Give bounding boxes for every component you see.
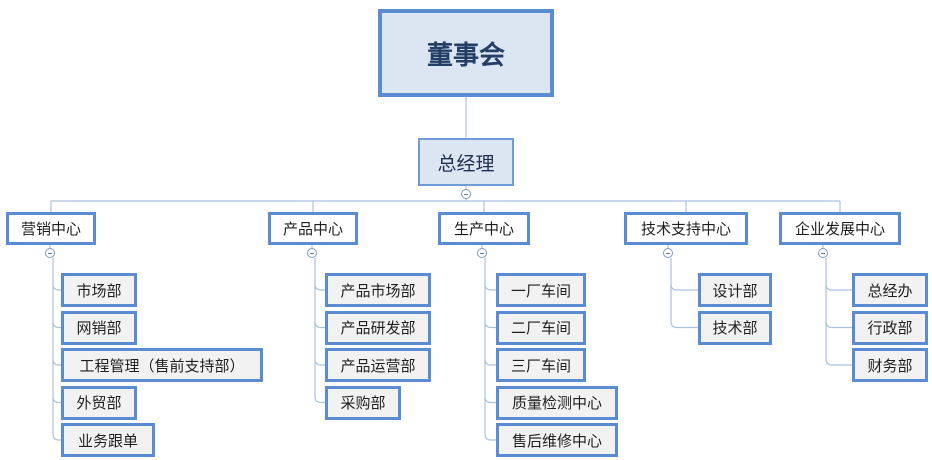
department-node[interactable]: 三厂车间 xyxy=(496,348,586,382)
board-of-directors-node[interactable]: 董事会 xyxy=(378,9,554,97)
department-node[interactable]: 外贸部 xyxy=(61,385,137,420)
department-node[interactable]: 工程管理（售前支持部） xyxy=(61,348,263,382)
center-label: 产品中心 xyxy=(282,220,343,238)
center-label: 生产中心 xyxy=(453,220,514,238)
department-node[interactable]: 二厂车间 xyxy=(496,310,586,345)
department-label: 总经办 xyxy=(867,281,913,300)
department-node[interactable]: 技术部 xyxy=(698,310,772,345)
general-manager-node[interactable]: 总经理 xyxy=(418,138,514,186)
department-label: 财务部 xyxy=(867,356,913,375)
department-label: 产品研发部 xyxy=(340,319,416,337)
connector-rail-to-department xyxy=(52,433,61,441)
connector-rail-to-department xyxy=(484,321,496,329)
center-node[interactable]: 产品中心 xyxy=(268,212,358,245)
connector-rail-to-department xyxy=(670,321,698,329)
department-node[interactable]: 行政部 xyxy=(852,310,928,345)
department-node[interactable]: 产品市场部 xyxy=(325,273,431,307)
connector-rail-to-department xyxy=(484,283,496,291)
department-node[interactable]: 业务跟单 xyxy=(61,423,155,457)
center-node[interactable]: 企业发展中心 xyxy=(779,212,901,245)
department-node[interactable]: 采购部 xyxy=(325,385,401,420)
department-label: 技术部 xyxy=(712,319,758,337)
department-node[interactable]: 产品运营部 xyxy=(325,348,431,382)
center-label: 技术支持中心 xyxy=(640,220,731,238)
department-node[interactable]: 售后维修中心 xyxy=(496,423,618,457)
department-label: 一厂车间 xyxy=(510,281,571,300)
general-manager-label: 总经理 xyxy=(437,152,495,175)
department-node[interactable]: 一厂车间 xyxy=(496,273,586,307)
department-node[interactable]: 财务部 xyxy=(852,348,928,382)
connector-rail-to-department xyxy=(52,358,61,366)
connector-rail-to-department xyxy=(484,433,496,441)
connector-rail-to-department xyxy=(825,321,852,329)
department-node[interactable]: 网销部 xyxy=(61,310,137,345)
connector-rail-to-department xyxy=(484,358,496,366)
department-label: 工程管理（售前支持部） xyxy=(79,356,245,375)
department-label: 外贸部 xyxy=(76,394,122,412)
center-label: 营销中心 xyxy=(20,220,81,238)
connector-rail-to-department xyxy=(314,396,325,404)
connector-rail-to-department xyxy=(825,358,852,366)
department-label: 三厂车间 xyxy=(510,356,571,375)
department-label: 产品运营部 xyxy=(340,356,416,375)
department-node[interactable]: 设计部 xyxy=(698,273,772,307)
center-label: 企业发展中心 xyxy=(794,220,885,238)
department-label: 设计部 xyxy=(712,281,758,300)
connector-rail-to-department xyxy=(314,283,325,291)
department-label: 产品市场部 xyxy=(340,281,416,300)
collapse-icon[interactable] xyxy=(477,248,487,258)
department-label: 二厂车间 xyxy=(510,319,571,337)
connector-rail-to-department xyxy=(314,321,325,329)
department-label: 业务跟单 xyxy=(77,431,138,450)
department-node[interactable]: 产品研发部 xyxy=(325,310,431,345)
department-node[interactable]: 质量检测中心 xyxy=(496,385,618,420)
collapse-icon[interactable] xyxy=(663,248,673,258)
department-label: 行政部 xyxy=(867,319,913,337)
center-node[interactable]: 技术支持中心 xyxy=(624,212,748,245)
collapse-icon[interactable] xyxy=(45,248,55,258)
center-node[interactable]: 生产中心 xyxy=(438,212,530,245)
collapse-icon[interactable] xyxy=(307,248,317,258)
center-node[interactable]: 营销中心 xyxy=(6,212,96,245)
department-node[interactable]: 市场部 xyxy=(61,273,137,307)
department-node[interactable]: 总经办 xyxy=(852,273,928,307)
connector-rail-to-department xyxy=(52,283,61,291)
connector-rail-to-department xyxy=(670,283,698,291)
collapse-icon[interactable] xyxy=(461,189,471,199)
connector-rail-to-department xyxy=(52,396,61,404)
connector-rail-to-department xyxy=(484,396,496,404)
department-label: 质量检测中心 xyxy=(511,394,602,412)
department-label: 网销部 xyxy=(76,319,122,337)
department-label: 采购部 xyxy=(340,394,386,412)
connector-rail-to-department xyxy=(314,358,325,366)
department-label: 售后维修中心 xyxy=(511,431,602,450)
collapse-icon[interactable] xyxy=(818,248,828,258)
board-of-directors-label: 董事会 xyxy=(426,40,505,71)
department-label: 市场部 xyxy=(76,281,122,300)
connector-rail-to-department xyxy=(825,283,852,291)
connector-rail-to-department xyxy=(52,321,61,329)
